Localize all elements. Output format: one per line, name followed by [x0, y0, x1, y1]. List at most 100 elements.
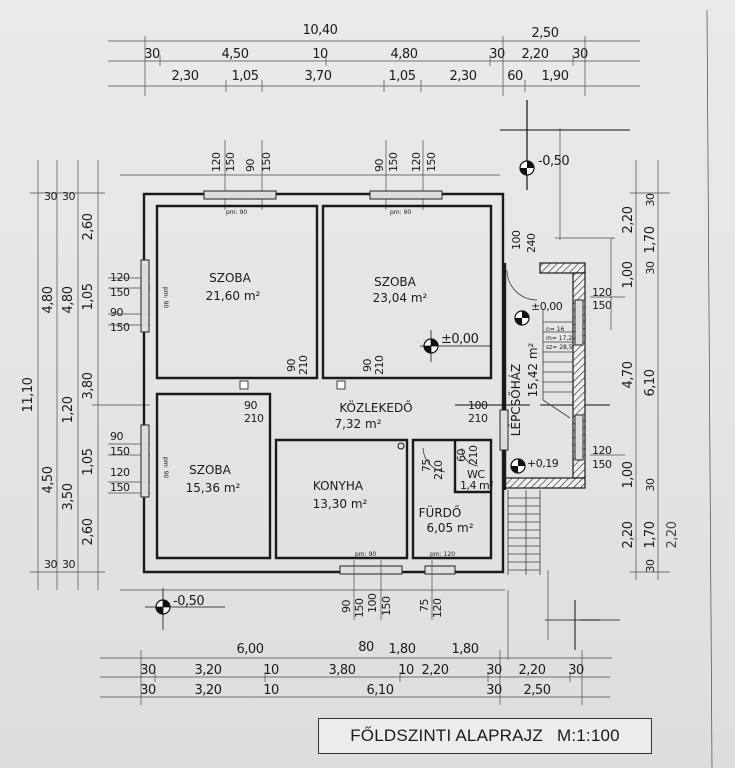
room-area: 7,32 m² — [334, 417, 381, 431]
dim-text: 150 — [380, 596, 393, 616]
window-label: pm: 120 — [430, 551, 455, 558]
level-marker-icon — [519, 160, 535, 176]
door-width: 90 — [361, 359, 374, 372]
dim-text: 2,60 — [81, 213, 96, 240]
dim-text: 2,20 — [522, 47, 549, 62]
dim-text: 2,20 — [422, 663, 449, 678]
room-name: FÜRDŐ — [419, 504, 462, 520]
dim-text: 10 — [263, 663, 279, 678]
dim-text: 3,20 — [195, 663, 222, 678]
windows: pm: 90 pm: 90 pm: 90 pm: 90 pm: 90 pm: 1… — [140, 190, 584, 575]
room-name: WC — [467, 468, 485, 481]
dim-text: 2,60 — [81, 518, 96, 545]
room-area: 1,4 m² — [460, 479, 493, 492]
door-height: 240 — [525, 233, 538, 253]
window — [203, 190, 277, 200]
dim-text: 30 — [62, 558, 75, 571]
dim-text: 30 — [140, 683, 156, 698]
dim-text: 1,90 — [542, 69, 569, 84]
window-label: pm: 90 — [226, 209, 247, 216]
room-name: SZOBA — [374, 275, 417, 289]
dim-text: 150 — [110, 321, 130, 334]
dim-text: 30 — [144, 47, 160, 62]
room-name: KONYHA — [313, 479, 364, 493]
stair-spec: n= 16 — [546, 326, 565, 333]
dim-text: 3,80 — [329, 663, 356, 678]
dim-text: 4,50 — [222, 47, 249, 62]
dim-text: 1,80 — [452, 642, 479, 657]
room-area: 6,05 m² — [426, 521, 473, 535]
door-height: 210 — [297, 355, 310, 375]
dim-text: 1,70 — [643, 521, 658, 548]
door-width: 100 — [468, 399, 488, 412]
left-dimension-chain: 11,10 4,80 4,50 4,80 1,20 3,50 2,60 1,05… — [21, 160, 150, 590]
dim-text: 30 — [44, 558, 57, 571]
dim-text: 90 — [110, 306, 123, 319]
dim-text: 4,80 — [391, 47, 418, 62]
level-value: ±0,00 — [531, 300, 563, 313]
dim-text: 150 — [592, 299, 612, 312]
dim-text: 30 — [44, 190, 57, 203]
door-width: 100 — [510, 230, 523, 250]
dim-text: 4,80 — [61, 286, 76, 313]
window-label: pm: 90 — [162, 457, 169, 478]
window-label: pm: 90 — [355, 551, 376, 558]
dim-text: 90 — [373, 159, 386, 172]
drain-icon — [397, 442, 405, 450]
dim-text: 6,10 — [643, 369, 658, 396]
room-area: 15,36 m² — [186, 481, 241, 495]
dim-text: 3,50 — [61, 483, 76, 510]
dim-text: 1,05 — [81, 448, 96, 475]
dim-text: 3,80 — [81, 372, 96, 399]
door-height: 210 — [244, 412, 264, 425]
dim-text: 2,20 — [621, 206, 636, 233]
dim-text: 60 — [507, 69, 523, 84]
dim-text: 10 — [398, 663, 414, 678]
room-name: LÉPCSŐHÁZ — [508, 364, 523, 436]
dim-annex-width: 2,50 — [532, 26, 559, 41]
bottom-dimension-chain: 6,00 80 1,80 1,80 30 3,20 10 3,80 10 2,2… — [100, 640, 612, 705]
door-width: 90 — [285, 359, 298, 372]
dim-text: 30 — [62, 190, 75, 203]
bottom-window-heights: 90 150 100 150 75 120 — [340, 560, 444, 620]
dim-text: 30 — [644, 193, 657, 206]
door-height: 210 — [432, 460, 445, 480]
room-area: 13,30 m² — [313, 497, 368, 511]
window — [140, 424, 150, 498]
dim-text: 1,20 — [61, 396, 76, 423]
dim-text: 30 — [572, 47, 588, 62]
dim-text: 90 — [340, 600, 353, 613]
dim-text: 30 — [486, 663, 502, 678]
dim-text: 80 — [358, 640, 374, 655]
right-dimension-chain: 2,20 1,00 4,70 1,00 2,20 30 1,70 30 6,10… — [555, 9, 713, 768]
level-value: +0,19 — [527, 457, 559, 470]
window — [424, 565, 456, 575]
dim-text: 150 — [592, 458, 612, 471]
window — [574, 299, 584, 346]
dim-text: 75 — [418, 599, 431, 612]
level-marker-icon — [510, 458, 526, 474]
window — [339, 565, 403, 575]
level-markers: -0,50 ±0,00 ±0,00 +0,19 -0,5 — [145, 154, 570, 630]
dim-text: 30 — [644, 261, 657, 274]
dim-text: 150 — [260, 152, 273, 172]
dim-text: 3,70 — [305, 69, 332, 84]
dim-text: 120 — [410, 152, 423, 172]
window — [140, 259, 150, 333]
dim-text: 10 — [263, 683, 279, 698]
title-block: FŐLDSZINTI ALAPRAJZ M:1:100 — [318, 718, 652, 754]
door-height: 210 — [373, 355, 386, 375]
dim-text: 4,50 — [41, 466, 56, 493]
dim-text: 30 — [140, 663, 156, 678]
door-width: 75 — [420, 459, 433, 472]
drawing-scale: M:1:100 — [556, 726, 620, 745]
dim-text: 1,05 — [232, 69, 259, 84]
room-name: SZOBA — [189, 463, 232, 477]
dim-text: 2,30 — [450, 69, 477, 84]
dim-total-height: 11,10 — [21, 377, 36, 412]
window — [499, 409, 509, 451]
level-value: ±0,00 — [441, 332, 479, 347]
level-value: -0,50 — [173, 594, 204, 609]
dim-total-width: 10,40 — [303, 23, 338, 38]
